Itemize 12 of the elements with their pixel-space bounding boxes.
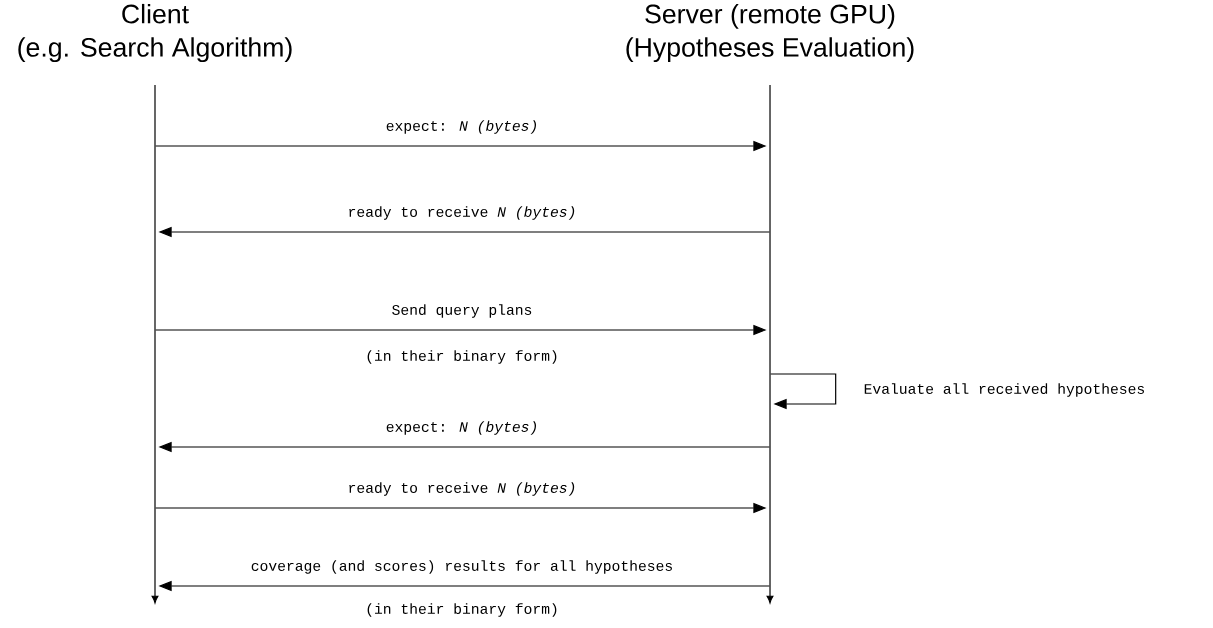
note-text: (in their binary form) [367,603,557,617]
edge-label: Send query plans [392,304,532,318]
edge-label: expect: N (bytes) [386,120,536,134]
participant-heading: Server (remote GPU) (Hypotheses Evaluation) [626,3,914,63]
edge-label: ready to receive N (bytes) [349,482,575,496]
note-text: (in their binary form) [367,350,557,364]
participant-heading: Client (e.g. Search Algorithm) [18,3,292,63]
self-arrow [770,373,837,410]
edge-label: ready to receive N (bytes) [349,206,575,220]
edge-label: Evaluate all received hypotheses [864,383,1144,397]
edge-label: expect: N (bytes) [386,421,536,435]
edge-label: coverage (and scores) results for all hypotheses [251,560,672,574]
